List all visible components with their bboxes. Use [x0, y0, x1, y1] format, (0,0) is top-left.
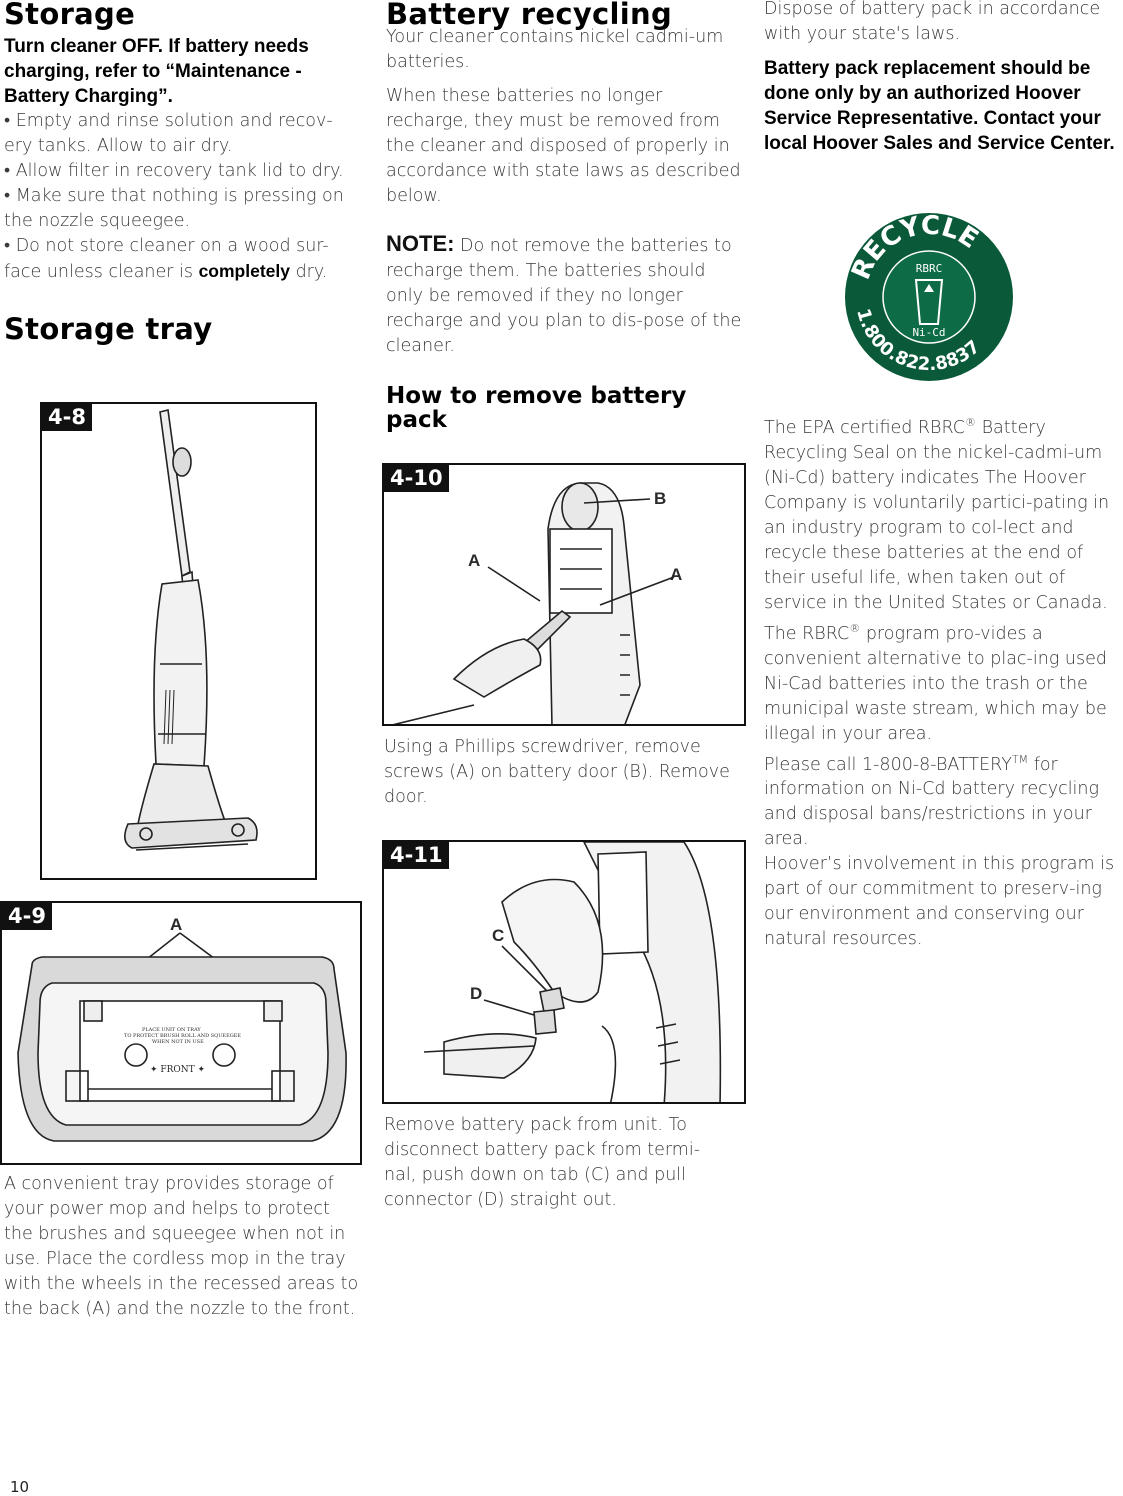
disposal-column: Dispose of battery pack in accordance wi…: [764, 0, 1116, 156]
tray-text-1: PLACE UNIT ON TRAY: [142, 1027, 201, 1033]
storage-bullet-3: • Make sure that nothing is pressing on …: [4, 186, 344, 231]
figure-4-8: 4-8: [40, 402, 317, 880]
reg-mark: ®: [849, 621, 861, 635]
epa-paragraph: The EPA certified RBRC® Battery Recyclin…: [764, 410, 1120, 747]
epa-pre: The EPA certified RBRC: [764, 417, 966, 438]
figure-label: 4-10: [384, 465, 449, 492]
storage-heading: Storage: [4, 0, 136, 31]
battery-recycling-heading: Battery recycling: [386, 0, 673, 31]
figure-label: 4-8: [42, 404, 92, 431]
epa-post2: program pro-vides a convenient alternati…: [764, 623, 1107, 744]
storage-column: Storage Turn cleaner OFF. If battery nee…: [4, 0, 356, 344]
bullet4-post: dry.: [290, 262, 328, 282]
note-label: NOTE:: [386, 231, 455, 256]
page-number: 10: [10, 1478, 30, 1496]
call-post: for information on Ni-Cd battery recycli…: [764, 754, 1100, 850]
tray-text-2: TO PROTECT BRUSH ROLL AND SQUEEGEE: [124, 1033, 242, 1039]
rbrc-recycle-seal: RECYCLE 1.800.822.8837 RBRC Ni-Cd: [844, 212, 1014, 382]
reg-mark: ®: [965, 416, 977, 429]
callout-d: D: [470, 984, 483, 1003]
seal-rbrc-text: RBRC: [916, 262, 943, 275]
tray-text-3: WHEN NOT IN USE: [152, 1039, 204, 1045]
upright-mop-illustration: [124, 409, 258, 851]
battery-connector-illustration: [423, 842, 722, 1102]
battery-recycling-column: Battery recycling Your cleaner contains …: [386, 0, 748, 432]
involvement-paragraph: Hoover’s involvement in this program is …: [764, 854, 1115, 950]
dispose-para: Dispose of battery pack in accordance wi…: [764, 0, 1101, 44]
seal-lettering: RECYCLE 1.800.822.8837 RBRC Ni-Cd: [846, 212, 984, 375]
recycling-para-1: Your cleaner contains nickel cadmi-um ba…: [386, 27, 724, 72]
bullet4-pre: • Do not store cleaner on a wood sur-fac…: [4, 236, 329, 282]
recycling-note: NOTE: Do not remove the batteries to rec…: [386, 231, 748, 359]
tray-front-label: ✦ FRONT ✦: [150, 1065, 206, 1075]
storage-tray-illustration: [17, 932, 347, 1142]
recycling-para-2: When these batteries no longer recharge,…: [386, 86, 741, 206]
storage-intro: Turn cleaner OFF. If battery needs charg…: [4, 36, 309, 107]
callout-a-left: A: [468, 551, 481, 570]
epa-section: The EPA certified RBRC® Battery Recyclin…: [764, 410, 1120, 952]
note-text: Do not remove the batteries to recharge …: [386, 236, 742, 356]
seal-nicd-text: Ni-Cd: [912, 326, 945, 339]
callout-a-right: A: [670, 565, 683, 584]
storage-bullet-1: • Empty and rinse solution and recov-ery…: [4, 111, 333, 156]
call-pre: Please call 1-800-8-BATTERY: [764, 754, 1012, 775]
figure-4-11: 4-11 C D: [382, 840, 746, 1104]
figure-label: 4-11: [384, 842, 449, 869]
epa-post: Battery Recycling Seal on the nickel-cad…: [764, 417, 1110, 644]
tm-mark: TM: [1011, 752, 1029, 766]
storage-bullet-2: • Allow filter in recovery tank lid to d…: [4, 161, 344, 181]
caption-4-11: Remove battery pack from unit. To discon…: [384, 1115, 701, 1210]
call-paragraph: Please call 1-800-8-BATTERYTM for inform…: [764, 747, 1120, 853]
storage-bullet-4: • Do not store cleaner on a wood sur-fac…: [4, 234, 356, 285]
storage-tray-heading: Storage tray: [4, 312, 213, 346]
storage-tray-caption: A convenient tray provides storage of yo…: [4, 1174, 359, 1319]
seal-phone-text: 1.800.822.8837: [852, 306, 984, 375]
figure-4-9: 4-9 A PLACE UNIT ON TRAY TO PROTECT BRUS…: [0, 901, 362, 1165]
remove-battery-heading: How to remove battery pack: [386, 383, 687, 433]
svg-text:1.800.822.8837: 1.800.822.8837: [852, 306, 984, 375]
screwdriver-illustration: [392, 482, 675, 724]
figure-label: 4-9: [2, 903, 52, 930]
callout-a: A: [170, 915, 183, 934]
figure-4-10: 4-10 B A A: [382, 463, 746, 726]
callout-b: B: [654, 489, 667, 508]
callout-c: C: [492, 926, 505, 945]
bullet4-bold: completely: [198, 261, 291, 281]
recycle-seal-icon: [845, 213, 1013, 381]
replacement-warning: Battery pack replacement should be done …: [764, 58, 1115, 154]
caption-4-10: Using a Phillips screwdriver, remove scr…: [384, 737, 730, 807]
